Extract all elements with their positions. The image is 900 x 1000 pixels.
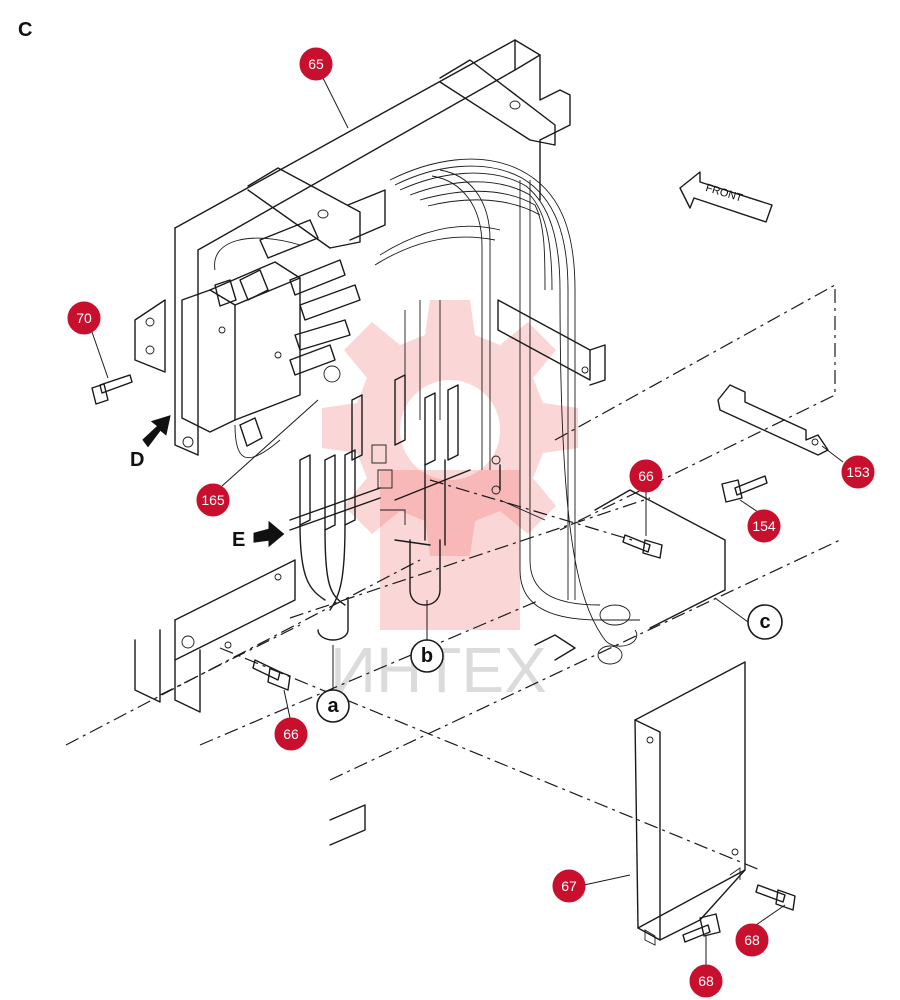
- callout-153: 153: [821, 445, 875, 489]
- view-arrow-e: E: [232, 520, 285, 551]
- connection-ref-a-label: a: [327, 695, 339, 717]
- connection-ref-c: c: [714, 597, 783, 640]
- base-frame: [134, 489, 726, 846]
- svg-text:70: 70: [76, 310, 92, 326]
- hose-bundle: [374, 158, 640, 647]
- view-arrow-d-label: D: [130, 449, 144, 471]
- bolt-70: [91, 374, 133, 405]
- svg-text:68: 68: [744, 932, 760, 948]
- connection-ref-b-label: b: [421, 645, 433, 667]
- bolt-66-left: [252, 659, 291, 691]
- bolt-68-top: [755, 884, 796, 911]
- connection-ref-b: b: [410, 600, 444, 673]
- svg-text:68: 68: [698, 973, 714, 989]
- svg-text:165: 165: [201, 492, 225, 508]
- front-label: FRONT: [704, 182, 744, 205]
- valve-block: [181, 219, 361, 459]
- callout-70: 70: [67, 301, 109, 379]
- callout-66-left: 66: [274, 689, 308, 751]
- svg-text:154: 154: [752, 518, 776, 534]
- svg-text:153: 153: [846, 464, 870, 480]
- callout-154: 154: [739, 499, 781, 543]
- mounting-bracket-right: [491, 299, 606, 521]
- view-arrow-e-label: E: [232, 529, 245, 551]
- sensor-group-right: [394, 374, 471, 606]
- connection-ref-c-label: c: [759, 611, 770, 633]
- bracket-153: [717, 384, 829, 456]
- bolt-68-bottom: [682, 913, 721, 943]
- callout-68-bottom: 68: [689, 935, 723, 998]
- connection-ref-a: a: [316, 645, 350, 723]
- callout-65: 65: [299, 47, 349, 129]
- view-arrow-d: D: [130, 415, 171, 471]
- svg-text:66: 66: [283, 726, 299, 742]
- svg-text:67: 67: [561, 878, 577, 894]
- watermark-logo: [322, 300, 578, 630]
- callout-67: 67: [552, 869, 631, 903]
- bolt-66-right: [622, 534, 663, 559]
- callout-165: 165: [196, 399, 319, 517]
- svg-text:66: 66: [638, 468, 654, 484]
- callout-66-right: 66: [629, 459, 663, 536]
- cover-plate-67: [634, 661, 746, 946]
- bolt-154: [721, 475, 768, 503]
- svg-text:65: 65: [308, 56, 324, 72]
- callout-68-right: 68: [735, 904, 786, 957]
- view-label: C: [18, 19, 32, 41]
- base-dash-outline: [65, 283, 841, 871]
- front-direction-arrow: FRONT: [679, 171, 773, 223]
